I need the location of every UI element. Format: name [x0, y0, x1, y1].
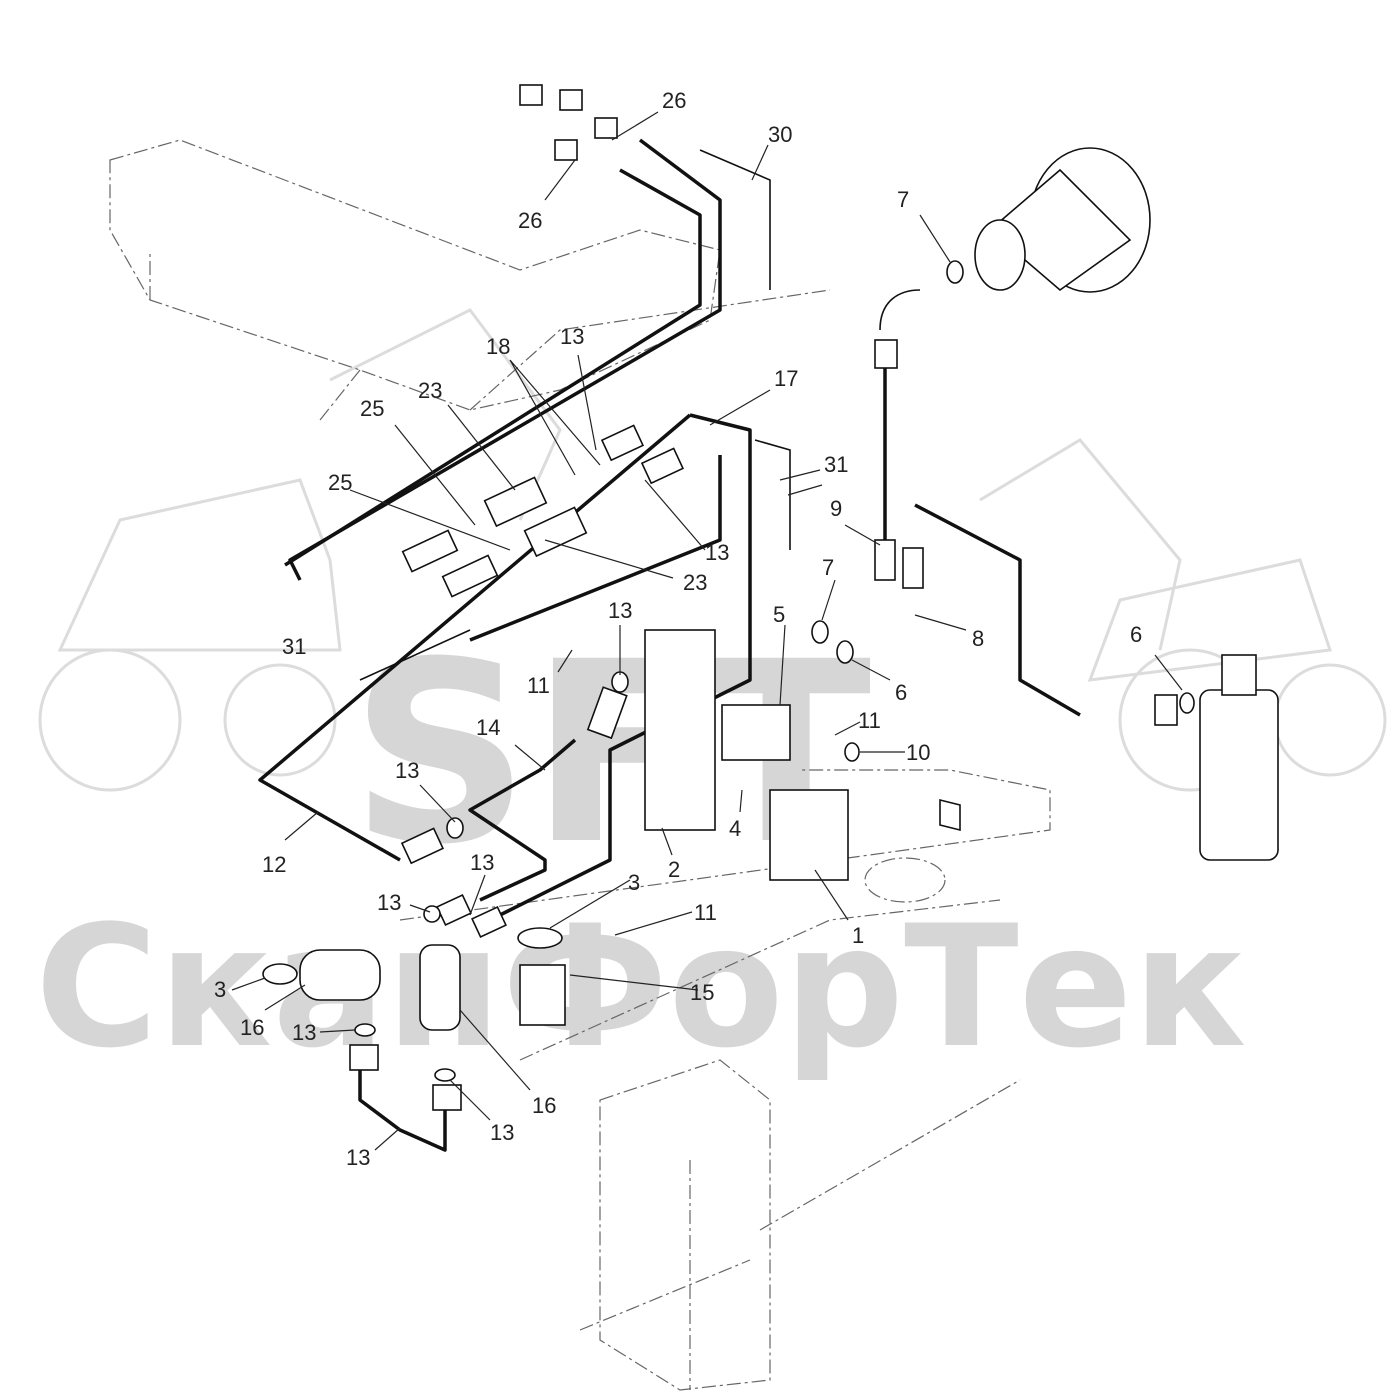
callout-31-left: 31 [282, 634, 306, 659]
callout-13-bracket: 13 [608, 598, 632, 623]
callout-25-upper: 25 [360, 396, 384, 421]
callout-11-lower: 11 [694, 900, 717, 925]
leader-lines [231, 111, 1183, 1151]
callout-26-top: 26 [662, 88, 686, 113]
callout-10: 10 [906, 740, 930, 765]
callout-13-left: 13 [395, 758, 419, 783]
watermark-text: СканФорТек [35, 889, 1247, 1085]
callout-29: 13 [346, 1145, 370, 1170]
callout-16-left: 16 [240, 1015, 264, 1040]
callout-13-bottom: 13 [292, 1020, 316, 1045]
callout-12: 12 [262, 852, 286, 877]
callout-15: 15 [690, 980, 714, 1005]
callout-23-upper: 23 [418, 378, 442, 403]
callout-30: 30 [768, 122, 792, 147]
callout-2: 2 [668, 857, 680, 882]
callout-23-lower: 23 [683, 570, 707, 595]
receiver-drier [1154, 654, 1279, 861]
callout-17: 17 [774, 366, 798, 391]
callout-11-left: 11 [527, 673, 550, 698]
callout-9: 9 [830, 496, 842, 521]
hose-lines [258, 138, 1081, 1152]
callout-4: 4 [729, 816, 741, 841]
callout-14: 14 [476, 715, 500, 740]
ghost-outlines [109, 139, 1051, 1391]
valves [299, 944, 462, 1111]
callout-8: 8 [972, 626, 984, 651]
callout-18: 18 [486, 334, 510, 359]
callout-1: 1 [852, 923, 864, 948]
callout-7-line: 7 [822, 555, 834, 580]
compressor [874, 147, 1151, 369]
callout-3-left: 3 [214, 977, 226, 1002]
callout-6-drier: 6 [1130, 622, 1142, 647]
callout-13-upper: 13 [560, 324, 584, 349]
callout-11-right: 11 [858, 708, 881, 733]
fittings [400, 84, 924, 939]
callout-13-center: 13 [470, 850, 494, 875]
callout-16-right: 16 [532, 1093, 556, 1118]
rings-and-clamps [262, 260, 1195, 1082]
callout-5: 5 [773, 602, 785, 627]
callout-6-line: 6 [895, 680, 907, 705]
callout-13-lower-left: 13 [377, 890, 401, 915]
callout-13-mid: 13 [705, 540, 729, 565]
callout-3-center: 3 [628, 870, 640, 895]
callout-25-lower: 25 [328, 470, 352, 495]
callout-26-lower: 26 [518, 208, 542, 233]
callout-31-right: 31 [824, 452, 848, 477]
callout-labels: 26 30 26 7 13 18 17 23 25 31 25 9 7 13 2… [214, 88, 1142, 1170]
callout-13-valve: 13 [490, 1120, 514, 1145]
brackets [519, 629, 961, 1026]
callout-7-compressor: 7 [897, 187, 909, 212]
spiral-guards [359, 149, 791, 681]
